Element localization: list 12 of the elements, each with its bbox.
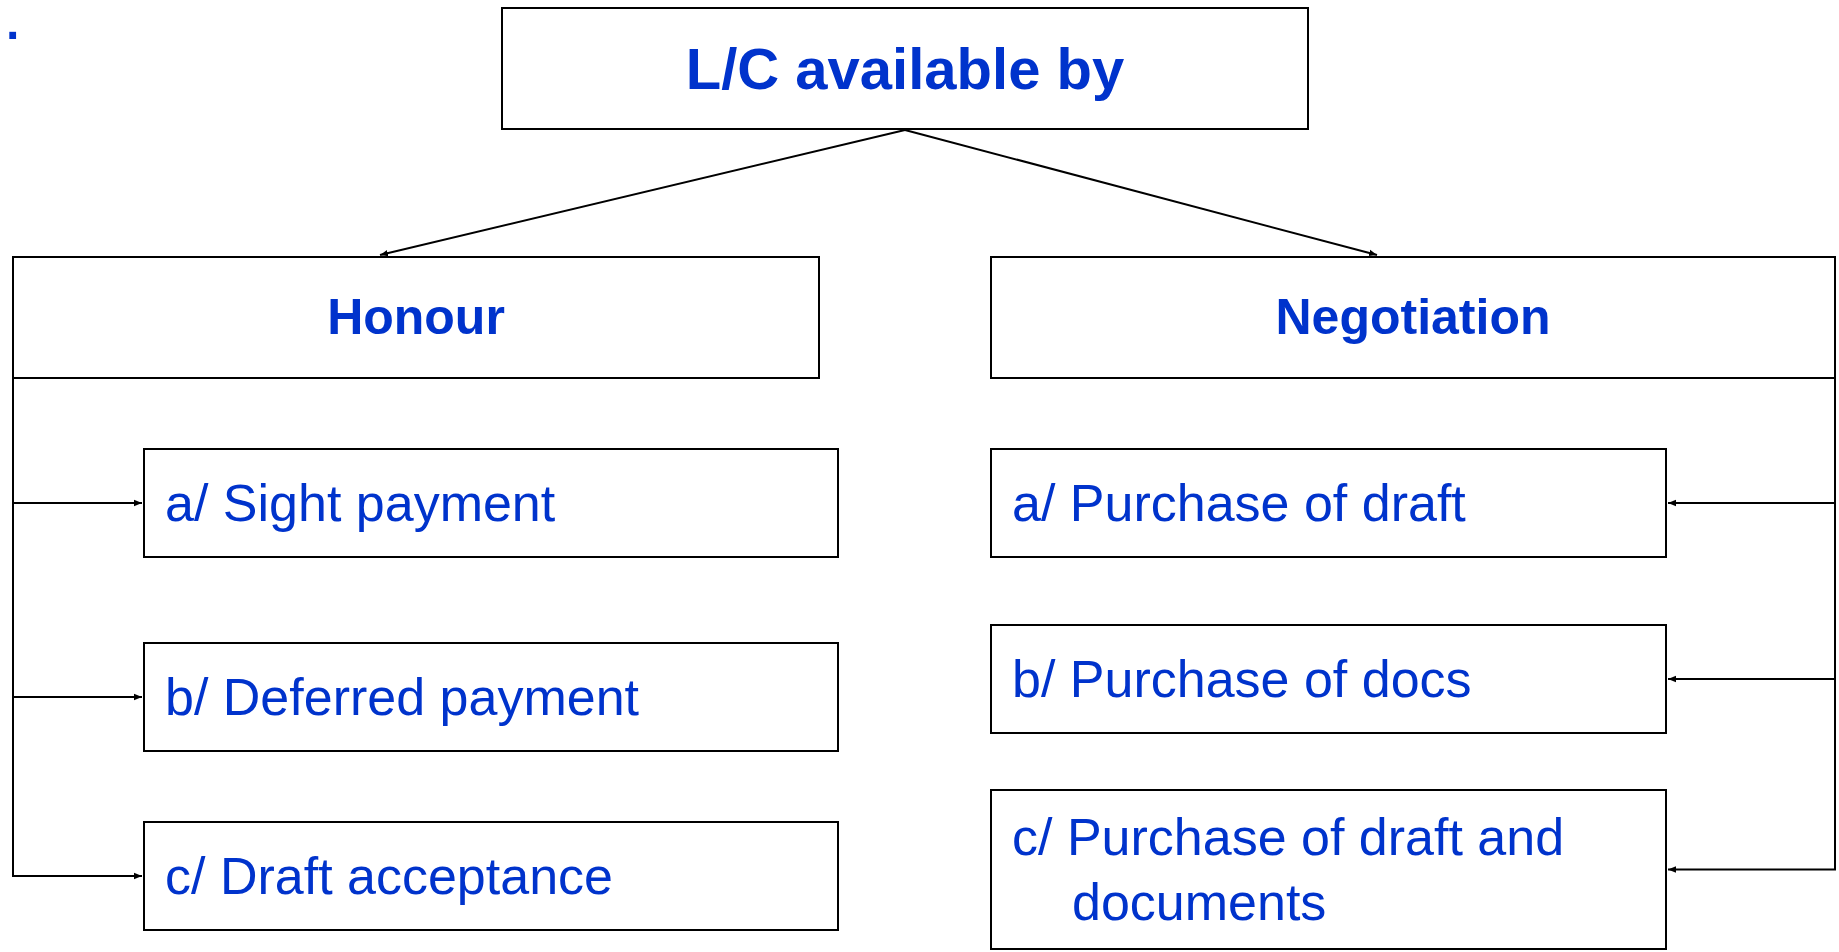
arrow [379, 129, 906, 257]
option-box: a/ Sight payment [143, 448, 839, 558]
category-box: Negotiation [990, 256, 1836, 379]
option-box: c/ Purchase of draft and documents [990, 789, 1667, 950]
option-box: b/ Purchase of docs [990, 624, 1667, 734]
option-box: b/ Deferred payment [143, 642, 839, 752]
bullet-mark: · [6, 12, 22, 60]
option-box: a/ Purchase of draft [990, 448, 1667, 558]
option-box: c/ Draft acceptance [143, 821, 839, 931]
category-box: Honour [12, 256, 820, 379]
arrow [904, 129, 1378, 257]
title-box: L/C available by [501, 7, 1309, 130]
